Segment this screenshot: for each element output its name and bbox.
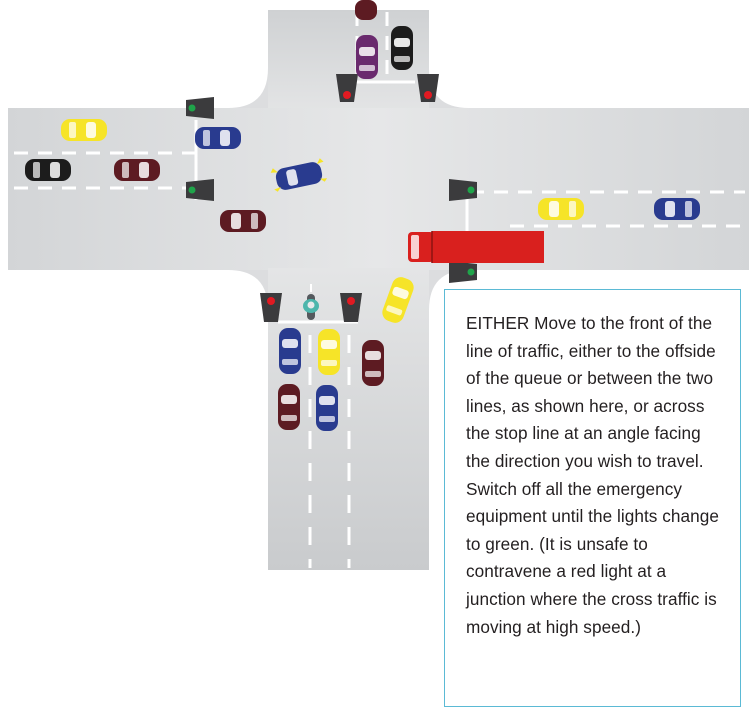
- car-icon: [195, 127, 241, 149]
- red-light-icon: [267, 297, 275, 305]
- traffic-light-north-right: [417, 74, 439, 102]
- green-light-icon: [467, 268, 475, 276]
- traffic-light-north-left: [336, 74, 358, 102]
- traffic-light-west-top: [186, 97, 214, 119]
- car-icon: [355, 0, 377, 20]
- car-icon: [382, 277, 414, 323]
- instruction-callout: EITHER Move to the front of the line of …: [444, 289, 741, 707]
- emergency-car-icon: [270, 158, 328, 192]
- car-icon: [278, 384, 300, 430]
- car-icon: [356, 35, 378, 79]
- car-icon: [318, 329, 340, 375]
- traffic-light-south-right: [340, 293, 362, 322]
- car-icon: [316, 385, 338, 431]
- traffic-light-south-left: [260, 293, 282, 322]
- car-icon: [61, 119, 107, 141]
- motorcycle-icon: [303, 284, 319, 320]
- traffic-light-east-bottom: [449, 261, 477, 283]
- car-icon: [391, 26, 413, 70]
- red-light-icon: [343, 91, 351, 99]
- red-light-icon: [424, 91, 432, 99]
- green-light-icon: [188, 186, 196, 194]
- truck-icon: [408, 231, 544, 263]
- car-icon: [654, 198, 700, 220]
- green-light-icon: [188, 104, 196, 112]
- traffic-light-east-top: [449, 179, 477, 201]
- car-icon: [114, 159, 160, 181]
- traffic-light-west-bottom: [186, 179, 214, 201]
- green-light-icon: [467, 186, 475, 194]
- car-icon: [279, 328, 301, 374]
- car-icon: [25, 159, 71, 181]
- car-icon: [220, 210, 266, 232]
- instruction-text: EITHER Move to the front of the line of …: [466, 313, 719, 637]
- road-surface: [8, 10, 749, 570]
- red-light-icon: [347, 297, 355, 305]
- car-icon: [362, 340, 384, 386]
- car-icon: [538, 198, 584, 220]
